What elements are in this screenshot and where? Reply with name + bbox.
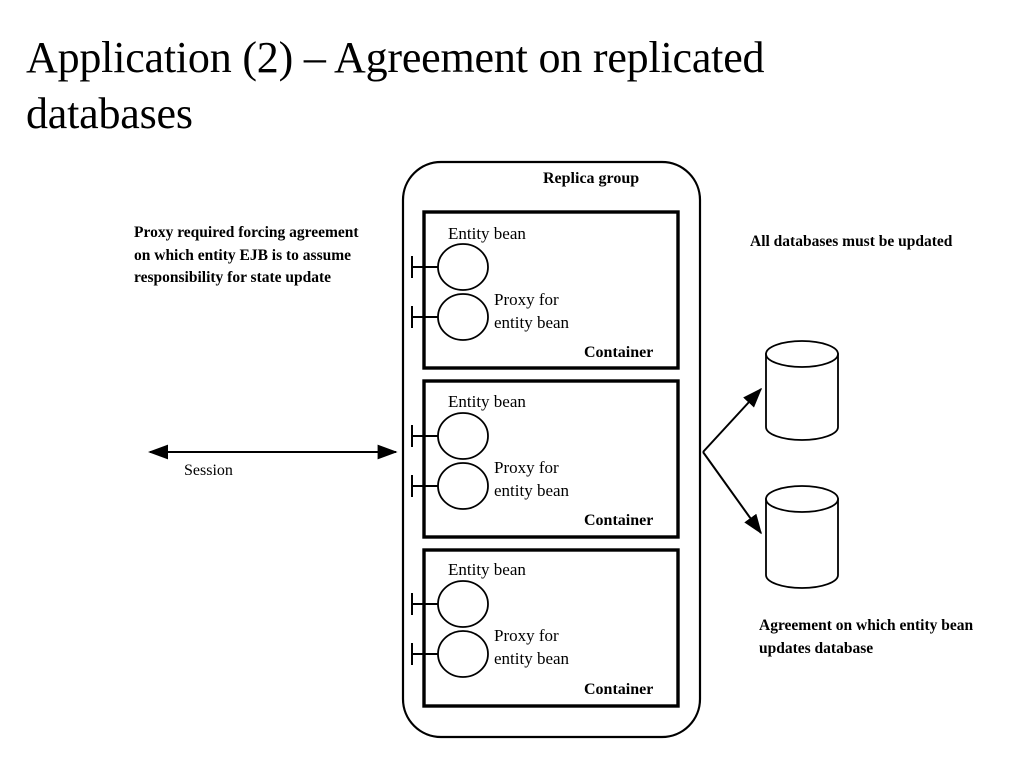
entity-bean-ellipse-2 (437, 412, 489, 460)
replica-group-label: Replica group (543, 170, 640, 187)
proxy-label-1: Proxy for entity bean (494, 290, 570, 332)
container-2-box (422, 379, 680, 539)
container-3-group (411, 548, 680, 708)
proxy-label-2: Proxy for entity bean (494, 458, 570, 500)
session-label: Session (184, 462, 233, 479)
proxy-ellipse-1 (437, 293, 489, 341)
note-proxy-required: Proxy required forcing agreement on whic… (134, 224, 359, 287)
entity-bean-label-2: Entity bean (448, 392, 526, 411)
database-arrow-top (702, 387, 763, 453)
container-2-group (411, 379, 680, 539)
proxy-ellipse-2 (437, 462, 489, 510)
database-cylinder-top (765, 340, 839, 441)
page-title: Application (2) – Agreement on replicate… (26, 33, 776, 139)
container-label-3: Container (584, 681, 654, 698)
proxy-label-3: Proxy for entity bean (494, 626, 570, 668)
entity-bean-label-3: Entity bean (448, 560, 526, 579)
container-label-1: Container (584, 344, 654, 361)
note-agreement-on: Agreement on which entity bean updates d… (759, 617, 974, 657)
entity-bean-ellipse-3 (437, 580, 489, 628)
database-cylinder-bottom (765, 485, 839, 589)
note-all-databases: All databases must be updated (750, 233, 953, 250)
replica-group-boundary (401, 160, 702, 739)
entity-bean-ellipse-1 (437, 243, 489, 291)
database-arrow-bottom (702, 451, 762, 535)
container-3-box (422, 548, 680, 708)
container-1-group (411, 210, 680, 370)
container-label-2: Container (584, 512, 654, 529)
entity-bean-label-1: Entity bean (448, 224, 526, 243)
proxy-ellipse-3 (437, 630, 489, 678)
